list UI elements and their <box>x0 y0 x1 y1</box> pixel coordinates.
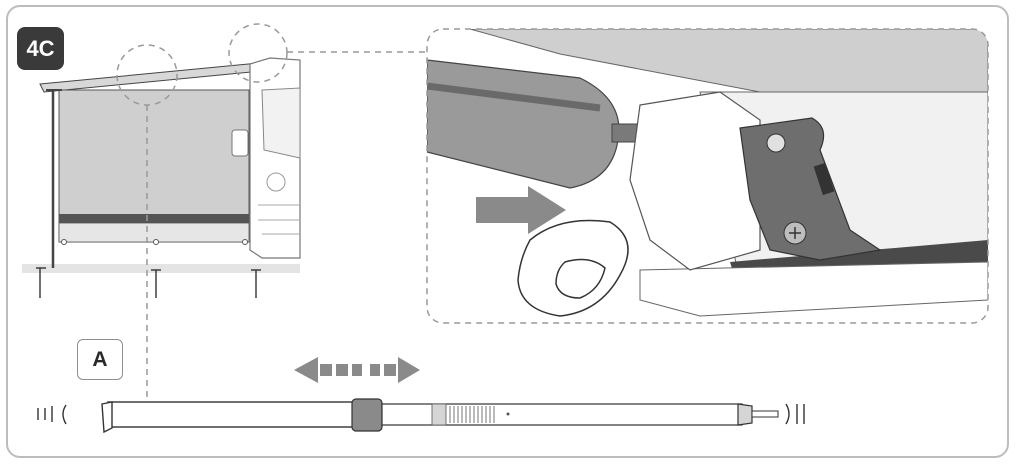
bracket-grip <box>813 162 835 196</box>
detail-frame <box>426 28 989 324</box>
detail-view <box>427 29 988 323</box>
cassette-bottom <box>639 261 988 317</box>
ground <box>22 264 300 273</box>
bracket-hole <box>766 133 786 153</box>
step-badge: 4C <box>17 27 64 70</box>
double-arrow-icon <box>294 357 420 383</box>
vibration-icon <box>785 403 805 425</box>
awning-overview <box>22 23 301 298</box>
crank-outer-tube <box>107 401 359 428</box>
crank-spring <box>449 406 495 423</box>
van-grille <box>258 204 300 235</box>
van-mirror <box>231 129 249 157</box>
roller-shade <box>427 82 601 112</box>
locking-bracket <box>739 117 882 261</box>
awning-panel-bottom <box>58 222 250 243</box>
screw-slot <box>789 227 801 239</box>
right-arrow-icon <box>476 186 566 234</box>
crank-pin <box>751 410 779 418</box>
end-cap <box>629 91 761 271</box>
part-label-a: A <box>77 339 123 380</box>
crank-eye-hole <box>555 258 606 299</box>
awning-stripe <box>59 214 249 223</box>
diagram-frame <box>6 5 1009 458</box>
van-window <box>261 87 301 159</box>
vibration-icon-left <box>37 404 67 425</box>
leader-lines <box>146 51 428 402</box>
crank-hook <box>101 401 113 434</box>
awning-cassette <box>39 61 273 93</box>
crank-inner-band <box>431 403 447 426</box>
detail-circle-end <box>228 23 288 83</box>
van-headlight <box>266 172 286 192</box>
crank-handle <box>101 398 779 434</box>
crank-tip <box>737 403 753 426</box>
crank-collar <box>351 398 383 432</box>
ground-pegs <box>36 267 261 298</box>
